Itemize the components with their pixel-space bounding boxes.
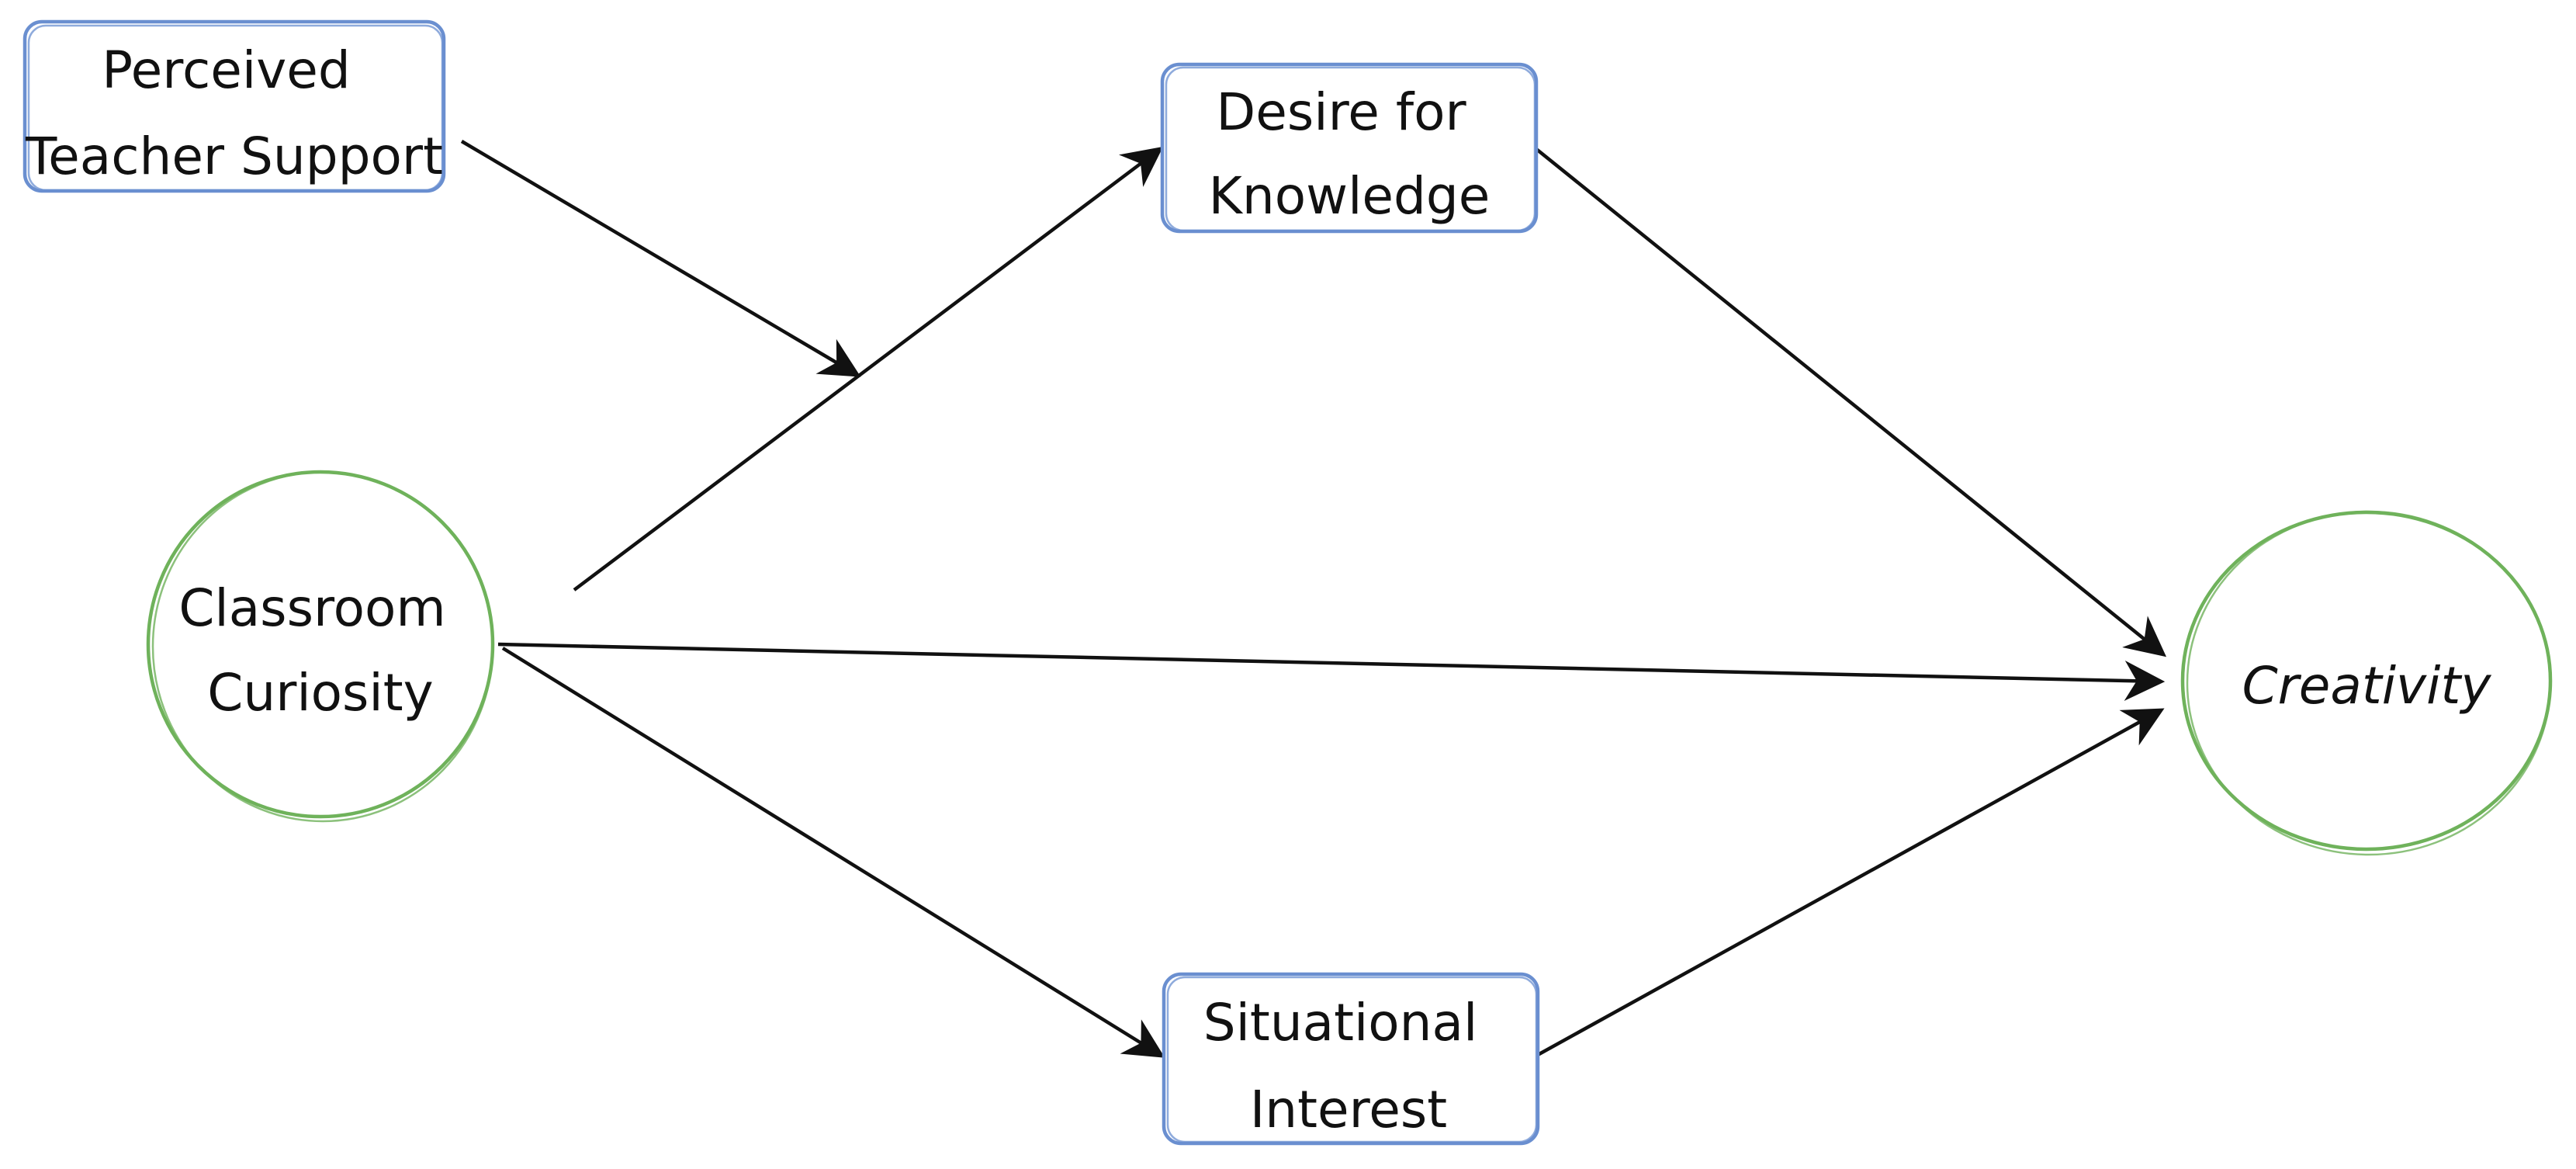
situational-interest-label: Situational Interest bbox=[1203, 993, 1494, 1140]
classroom-curiosity-circle bbox=[146, 470, 495, 819]
edge-teacher-support-moderation bbox=[460, 140, 861, 377]
teacher-support-box-sketch bbox=[27, 24, 444, 192]
node-desire-knowledge: Desire for Knowledge bbox=[1160, 62, 1539, 234]
node-teacher-support: Perceived Teacher Support bbox=[23, 19, 446, 193]
edge-interest-to-creativity bbox=[1535, 708, 2165, 1057]
classroom-curiosity-circle-sketch bbox=[151, 470, 494, 823]
teacher-support-label: Perceived Teacher Support bbox=[25, 40, 443, 186]
situational-interest-line-2: Interest bbox=[1250, 1080, 1447, 1140]
node-creativity: Creativity bbox=[2180, 510, 2553, 856]
creativity-circle-sketch bbox=[2186, 510, 2552, 856]
classroom-curiosity-label: Classroom Curiosity bbox=[178, 578, 462, 723]
creativity-label: Creativity bbox=[2242, 656, 2492, 716]
desire-knowledge-line-1: Desire for bbox=[1216, 82, 1466, 142]
desire-knowledge-box-sketch bbox=[1165, 66, 1536, 232]
teacher-support-line-1: Perceived bbox=[102, 40, 351, 100]
teacher-support-line-2: Teacher Support bbox=[25, 127, 443, 186]
situational-interest-box bbox=[1162, 972, 1540, 1146]
creativity-line-1: Creativity bbox=[2242, 656, 2492, 716]
desire-knowledge-line-2: Knowledge bbox=[1209, 166, 1491, 226]
edge-curiosity-to-interest bbox=[501, 647, 1165, 1058]
desire-knowledge-label: Desire for Knowledge bbox=[1209, 82, 1491, 226]
node-situational-interest: Situational Interest bbox=[1162, 972, 1540, 1146]
node-classroom-curiosity: Classroom Curiosity bbox=[146, 470, 495, 823]
edges bbox=[460, 140, 2167, 1058]
edge-curiosity-to-desire bbox=[573, 146, 1164, 591]
edge-curiosity-to-creativity bbox=[497, 642, 2166, 701]
classroom-curiosity-line-2: Curiosity bbox=[207, 663, 433, 723]
situational-interest-box-sketch bbox=[1166, 976, 1538, 1143]
situational-interest-line-1: Situational bbox=[1203, 993, 1478, 1053]
edge-desire-to-creativity bbox=[1535, 147, 2167, 657]
classroom-curiosity-line-1: Classroom bbox=[178, 578, 445, 638]
